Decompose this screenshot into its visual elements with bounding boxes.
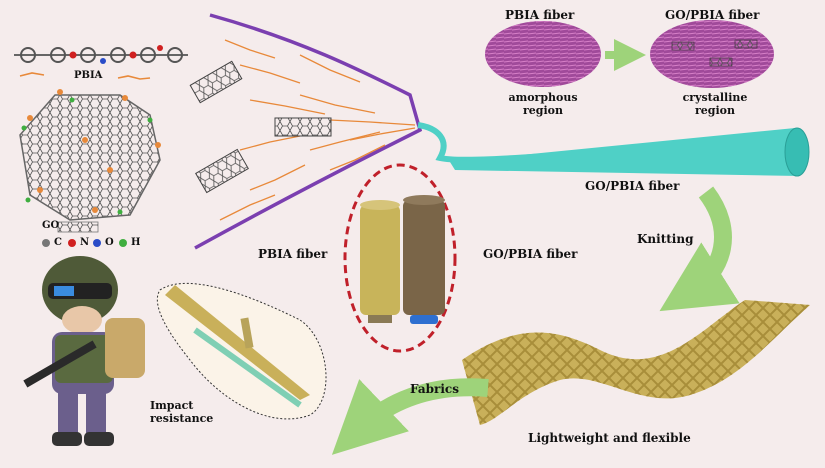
yarn-spools [343,163,457,353]
lightweight-flexible-label: Lightweight and flexible [528,431,691,445]
crystalline-line2: region [695,103,735,117]
impact-resistance-bubble [156,282,327,420]
knitting-label: Knitting [637,232,694,246]
fabrics-label: Fabrics [410,382,459,396]
impact-line2: resistance [150,411,214,425]
legend-c: C [54,237,62,248]
pbia-fiber-top-label: PBIA fiber [505,8,575,22]
go-pbia-fiber-yarn-label: GO/PBIA fiber [483,247,578,261]
go-pbia-fiber-strand [417,122,810,177]
pbia-molecule-chain [14,45,188,64]
go-molecule-label: GO [42,220,60,231]
crystalline-region-label: crystalline region [680,91,750,117]
pbia-orange-chains [19,72,151,80]
go-pbia-fiber-top-label: GO/PBIA fiber [665,8,760,22]
knitting-arrow [659,186,740,312]
spinning-funnel [189,13,423,250]
impact-line1: Impact [150,399,194,412]
crystalline-line1: crystalline [682,91,748,104]
impact-resistance-label: Impact resistance [150,399,214,425]
amorphous-line2: region [523,103,563,117]
go-pbia-fiber-mid-label: GO/PBIA fiber [585,179,680,193]
go-sheet [19,89,161,233]
pbia-fiber-yarn-label: PBIA fiber [258,247,328,261]
atom-legend [42,239,127,247]
knitted-fabric [462,300,810,425]
amorphous-line1: amorphous [508,91,578,104]
fabrics-arrow [331,378,489,455]
amorphous-region-label: amorphous region [508,91,578,117]
soldier-illustration [23,256,145,446]
pbia-molecule-label: PBIA [74,70,103,81]
legend-h: H [131,237,141,248]
legend-n: N [80,237,90,248]
pbia-fiber-cross-section [485,21,601,87]
legend-o: O [105,237,114,248]
go-pbia-fiber-cross-section [650,20,774,88]
